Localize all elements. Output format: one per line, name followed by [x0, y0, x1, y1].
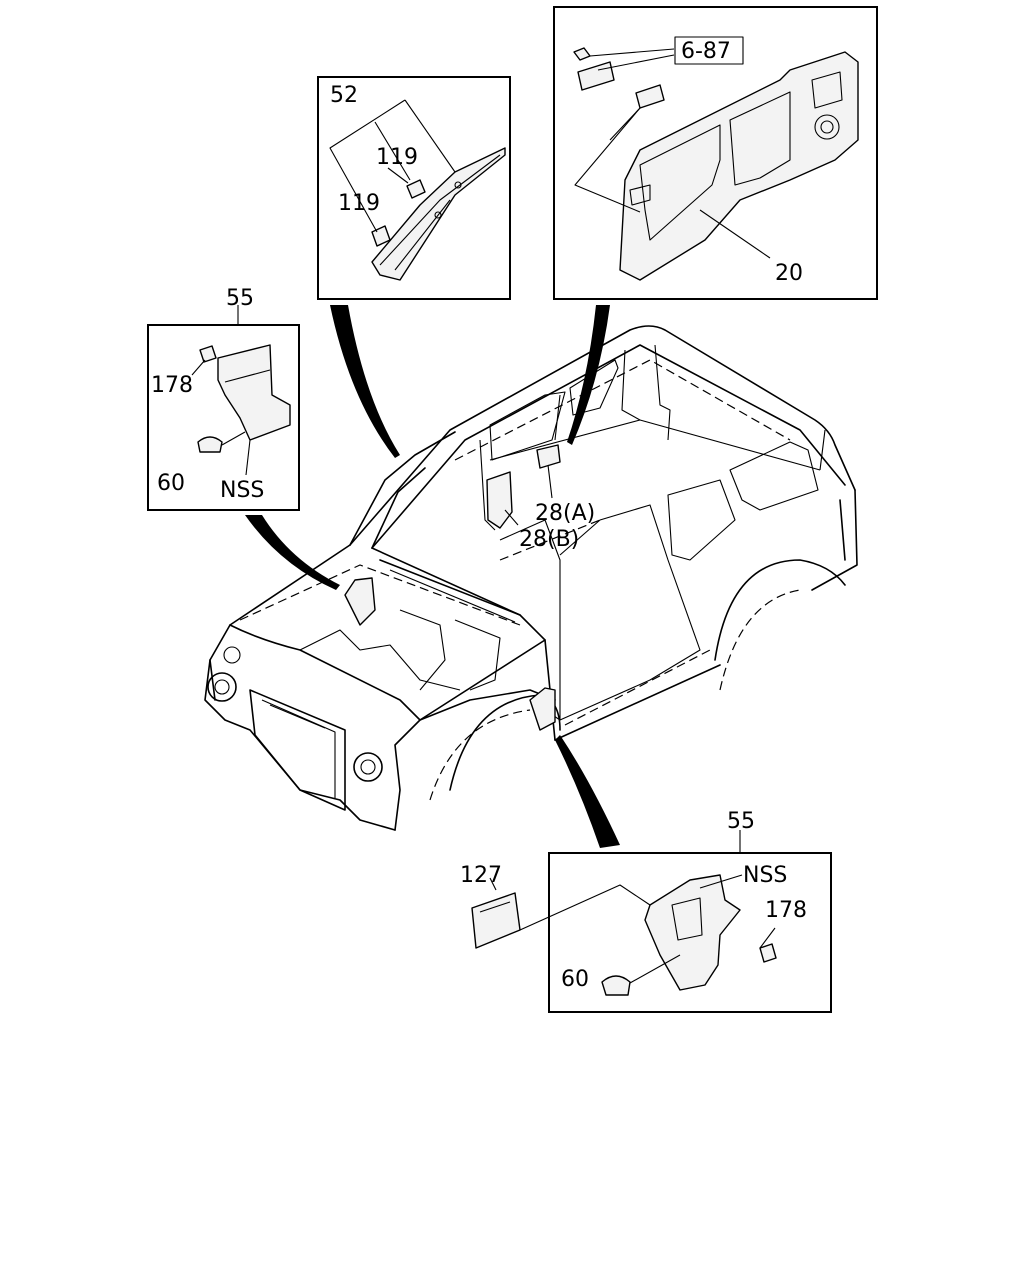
grommet-60-right [601, 975, 631, 996]
label-119-upper: 119 [376, 145, 418, 170]
bracket-part-2 [635, 84, 665, 109]
insulator-28 [486, 444, 561, 529]
label-127: 127 [460, 863, 502, 888]
pillar-trim-detail: 52 119 119 [317, 76, 511, 300]
label-119-lower: 119 [338, 191, 380, 216]
left-side-panel [217, 344, 291, 441]
label-20: 20 [775, 261, 803, 286]
left-panel-detail: 55 178 60 NSS [147, 286, 300, 511]
label-60-left: 60 [157, 471, 185, 496]
label-28b: 28(B) [519, 527, 579, 552]
quarter-trim-detail: 6-87 20 [553, 6, 878, 300]
label-55-right: 55 [727, 809, 755, 834]
ref-box [674, 36, 744, 65]
grommet-60-left [197, 436, 223, 453]
label-6-87: 6-87 [681, 39, 731, 64]
label-60-right: 60 [561, 967, 589, 992]
front-panel-on-body [344, 577, 376, 626]
rear-panel-on-body [529, 687, 556, 731]
leader-to-right-panel [555, 735, 620, 848]
label-52: 52 [330, 83, 358, 108]
leader-to-pillar-detail [330, 305, 400, 458]
clip-178-right [759, 943, 777, 963]
label-nss-left: NSS [220, 478, 264, 503]
label-178-left: 178 [151, 373, 193, 398]
label-28a: 28(A) [535, 501, 595, 526]
quarter-trim-panel [619, 51, 859, 281]
cover-127-detail: 127 [460, 863, 521, 949]
label-178-right: 178 [765, 898, 807, 923]
vehicle-body [204, 325, 858, 831]
right-panel-detail: 55 NSS 178 60 [519, 809, 832, 1013]
leader-to-left-panel [245, 515, 340, 590]
clip-119-upper [406, 179, 426, 199]
label-nss-right: NSS [743, 863, 787, 888]
cover-plate [471, 892, 521, 949]
label-55-left: 55 [226, 286, 254, 311]
leader-to-quarter-detail [567, 305, 610, 445]
clip-178-left [199, 345, 217, 363]
